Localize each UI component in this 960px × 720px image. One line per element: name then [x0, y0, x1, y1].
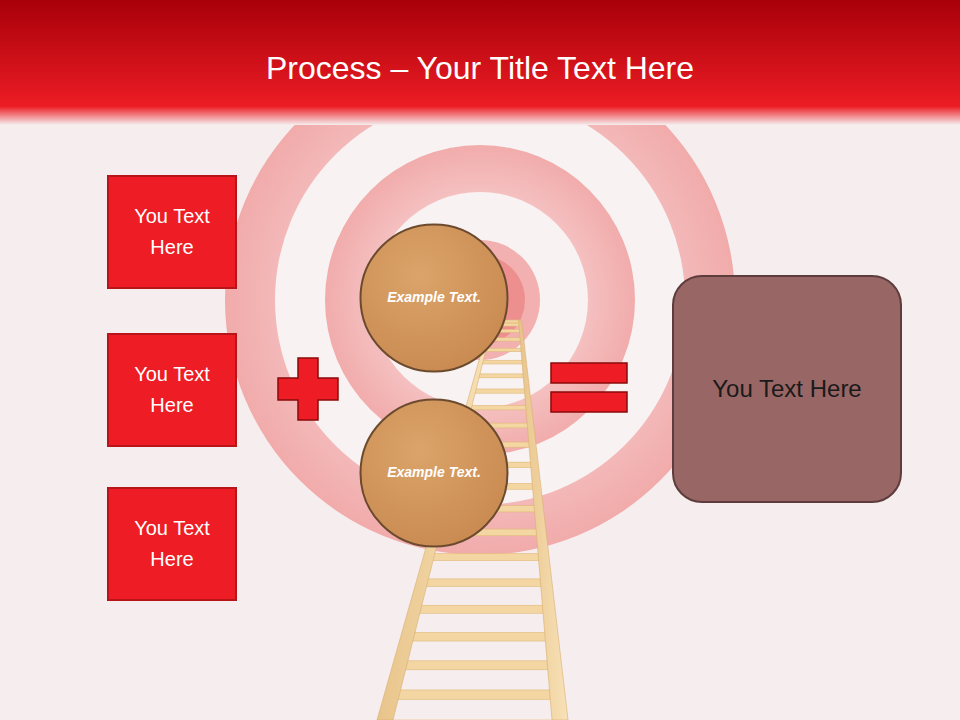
- node-text: You Text Here: [119, 513, 225, 575]
- slide-title: Process – Your Title Text Here: [0, 50, 960, 87]
- text-box: You Text Here: [107, 333, 237, 447]
- node-text: Example Text.: [387, 287, 481, 309]
- node-text: You Text Here: [119, 201, 225, 263]
- plus-symbol: [278, 358, 338, 420]
- text-box: You Text Here: [107, 175, 237, 289]
- text-box: You Text Here: [107, 487, 237, 601]
- node-text: You Text Here: [712, 370, 861, 407]
- example-circle: Example Text.: [359, 223, 509, 373]
- equals-symbol: [551, 363, 627, 412]
- node-text: Example Text.: [387, 462, 481, 484]
- example-circle: Example Text.: [359, 398, 509, 548]
- node-text: You Text Here: [119, 359, 225, 421]
- result-box: You Text Here: [672, 275, 902, 503]
- header-bar: [0, 0, 960, 125]
